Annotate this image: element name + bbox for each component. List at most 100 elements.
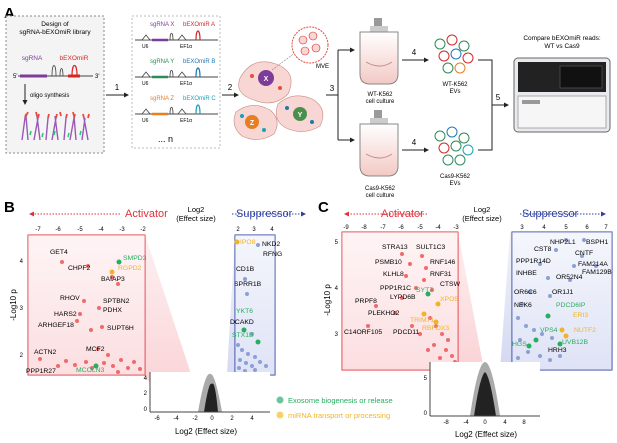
svg-text:-8: -8 <box>443 420 449 426</box>
svg-text:EF1α: EF1α <box>180 44 192 50</box>
svg-text:-2: -2 <box>140 227 146 233</box>
svg-text:5: 5 <box>335 240 339 246</box>
svg-text:-4: -4 <box>463 420 469 426</box>
svg-text:NUTF2: NUTF2 <box>574 327 596 334</box>
svg-text:UVB12B: UVB12B <box>562 339 589 346</box>
svg-text:1: 1 <box>115 83 120 92</box>
log2-title-c: Log2 <box>474 205 491 214</box>
svg-text:OR52N4: OR52N4 <box>556 274 583 281</box>
svg-text:IPO8: IPO8 <box>240 239 256 246</box>
panel-c-header: Activator Suppressor Log2 (Effect size) <box>344 205 606 223</box>
effect-title-b: (Effect size) <box>176 214 216 223</box>
sgrna-id-label: sgRNA <box>22 55 43 62</box>
c-act-ticks: -9 -8 -7 -6 -5 -4 -3 <box>343 225 459 231</box>
svg-text:RGPD2: RGPD2 <box>118 265 142 272</box>
svg-text:-6: -6 <box>398 225 404 231</box>
svg-text:6: 6 <box>585 225 589 231</box>
compare-line1: Compare bEXOmiR reads: <box>523 35 600 42</box>
svg-text:DCAKD: DCAKD <box>230 319 254 326</box>
ylabel-b: -Log10 p <box>9 289 18 321</box>
cell-x: X <box>264 76 269 83</box>
svg-text:PDCD6IP: PDCD6IP <box>556 302 586 309</box>
svg-text:0: 0 <box>424 411 428 417</box>
svg-text:U6: U6 <box>142 118 149 124</box>
three-prime: 3' <box>95 74 99 80</box>
svg-text:4: 4 <box>412 138 417 147</box>
legend-swatch-yellow <box>276 411 284 419</box>
svg-text:5: 5 <box>496 93 501 102</box>
svg-text:-3: -3 <box>453 225 459 231</box>
svg-text:PPP1R1C: PPP1R1C <box>380 285 411 292</box>
svg-text:0: 0 <box>144 407 148 413</box>
svg-text:-4: -4 <box>98 227 104 233</box>
svg-text:NKD2: NKD2 <box>262 241 280 248</box>
svg-text:PPP1R14D: PPP1R14D <box>516 258 551 265</box>
construct-row: sgRNA X bEXOmiR A U6 EF1α <box>135 22 218 50</box>
c-sup-ticks: 3 4 5 6 7 <box>520 225 608 231</box>
legend-item: miRNA transport or processing <box>288 411 390 420</box>
svg-text:GET4: GET4 <box>50 249 68 256</box>
c-suppressor-points <box>516 238 598 366</box>
svg-text:RNF146: RNF146 <box>430 259 456 266</box>
svg-text:sgRNA Y: sgRNA Y <box>150 59 174 65</box>
design-title-line2: sgRNA-bEXOmiR library <box>19 29 91 36</box>
b-y-ticks: 4 3 2 <box>20 259 24 359</box>
c-y-ticks: 5 4 3 <box>335 240 339 338</box>
compare-line2: WT vs Cas9 <box>544 43 580 50</box>
step-arrow-4b: 4 <box>402 138 429 153</box>
svg-text:bEXOmiR B: bEXOmiR B <box>183 59 215 65</box>
panel-b-letter: B <box>4 199 15 216</box>
panel-a-letter: A <box>4 5 15 22</box>
svg-text:NHP2L1: NHP2L1 <box>550 239 576 246</box>
c-special-points <box>421 291 569 349</box>
svg-text:2: 2 <box>144 391 148 397</box>
svg-text:2: 2 <box>230 416 234 422</box>
step-arrow-5: 5 <box>478 59 509 151</box>
svg-text:SPRR1B: SPRR1B <box>234 281 262 288</box>
svg-text:CD1B: CD1B <box>236 266 255 273</box>
design-title-line1: Design of <box>41 21 69 28</box>
svg-text:4: 4 <box>503 420 507 426</box>
svg-text:OR6C6: OR6C6 <box>514 289 537 296</box>
svg-text:TRIM71: TRIM71 <box>410 317 434 324</box>
b-sup-ticks: 2 3 4 <box>236 227 274 233</box>
svg-text:-2: -2 <box>192 416 198 422</box>
oligo-pool-icon <box>21 111 90 141</box>
bexomir-id-label: bEXOmiR <box>60 55 89 62</box>
svg-text:PDHX: PDHX <box>103 307 122 314</box>
svg-text:NEK6: NEK6 <box>514 302 532 309</box>
svg-text:KLHL8: KLHL8 <box>383 271 404 278</box>
cell-y: Y <box>298 112 303 119</box>
sequencer-icon: Compare bEXOmiR reads: WT vs Cas9 <box>513 35 611 133</box>
construct-row: sgRNA Y bEXOmiR B U6 EF1α <box>135 59 218 87</box>
svg-text:4: 4 <box>270 227 274 233</box>
b-main-volcano: -6 -4 -2 0 2 4 4 2 0 Log2 (Effect size) <box>144 372 270 436</box>
svg-text:RBFOX3: RBFOX3 <box>422 325 449 332</box>
library-design-box: Design of sgRNA-bEXOmiR library sgRNA bE… <box>5 15 105 154</box>
cell-z: Z <box>250 120 255 127</box>
svg-text:-3: -3 <box>119 227 125 233</box>
svg-text:BSPH1: BSPH1 <box>586 239 609 246</box>
step-arrow-3: 3 <box>326 47 355 143</box>
five-prime: 5' <box>13 74 17 80</box>
svg-text:-9: -9 <box>343 225 349 231</box>
legend: Exosome biogenesis or release miRNA tran… <box>272 392 393 428</box>
svg-text:XPO5: XPO5 <box>440 296 458 303</box>
svg-text:3: 3 <box>252 227 256 233</box>
svg-text:-8: -8 <box>361 225 367 231</box>
svg-text:-7: -7 <box>35 227 41 233</box>
activator-label-c: Activator <box>381 208 424 220</box>
svg-text:4: 4 <box>412 48 417 57</box>
svg-text:8: 8 <box>522 420 526 426</box>
svg-text:HGS: HGS <box>512 341 527 348</box>
b-special-points <box>93 239 261 369</box>
svg-text:VPS4: VPS4 <box>540 327 558 334</box>
log2-title-b: Log2 <box>188 205 205 214</box>
step-arrow-1: 1 <box>106 83 129 98</box>
